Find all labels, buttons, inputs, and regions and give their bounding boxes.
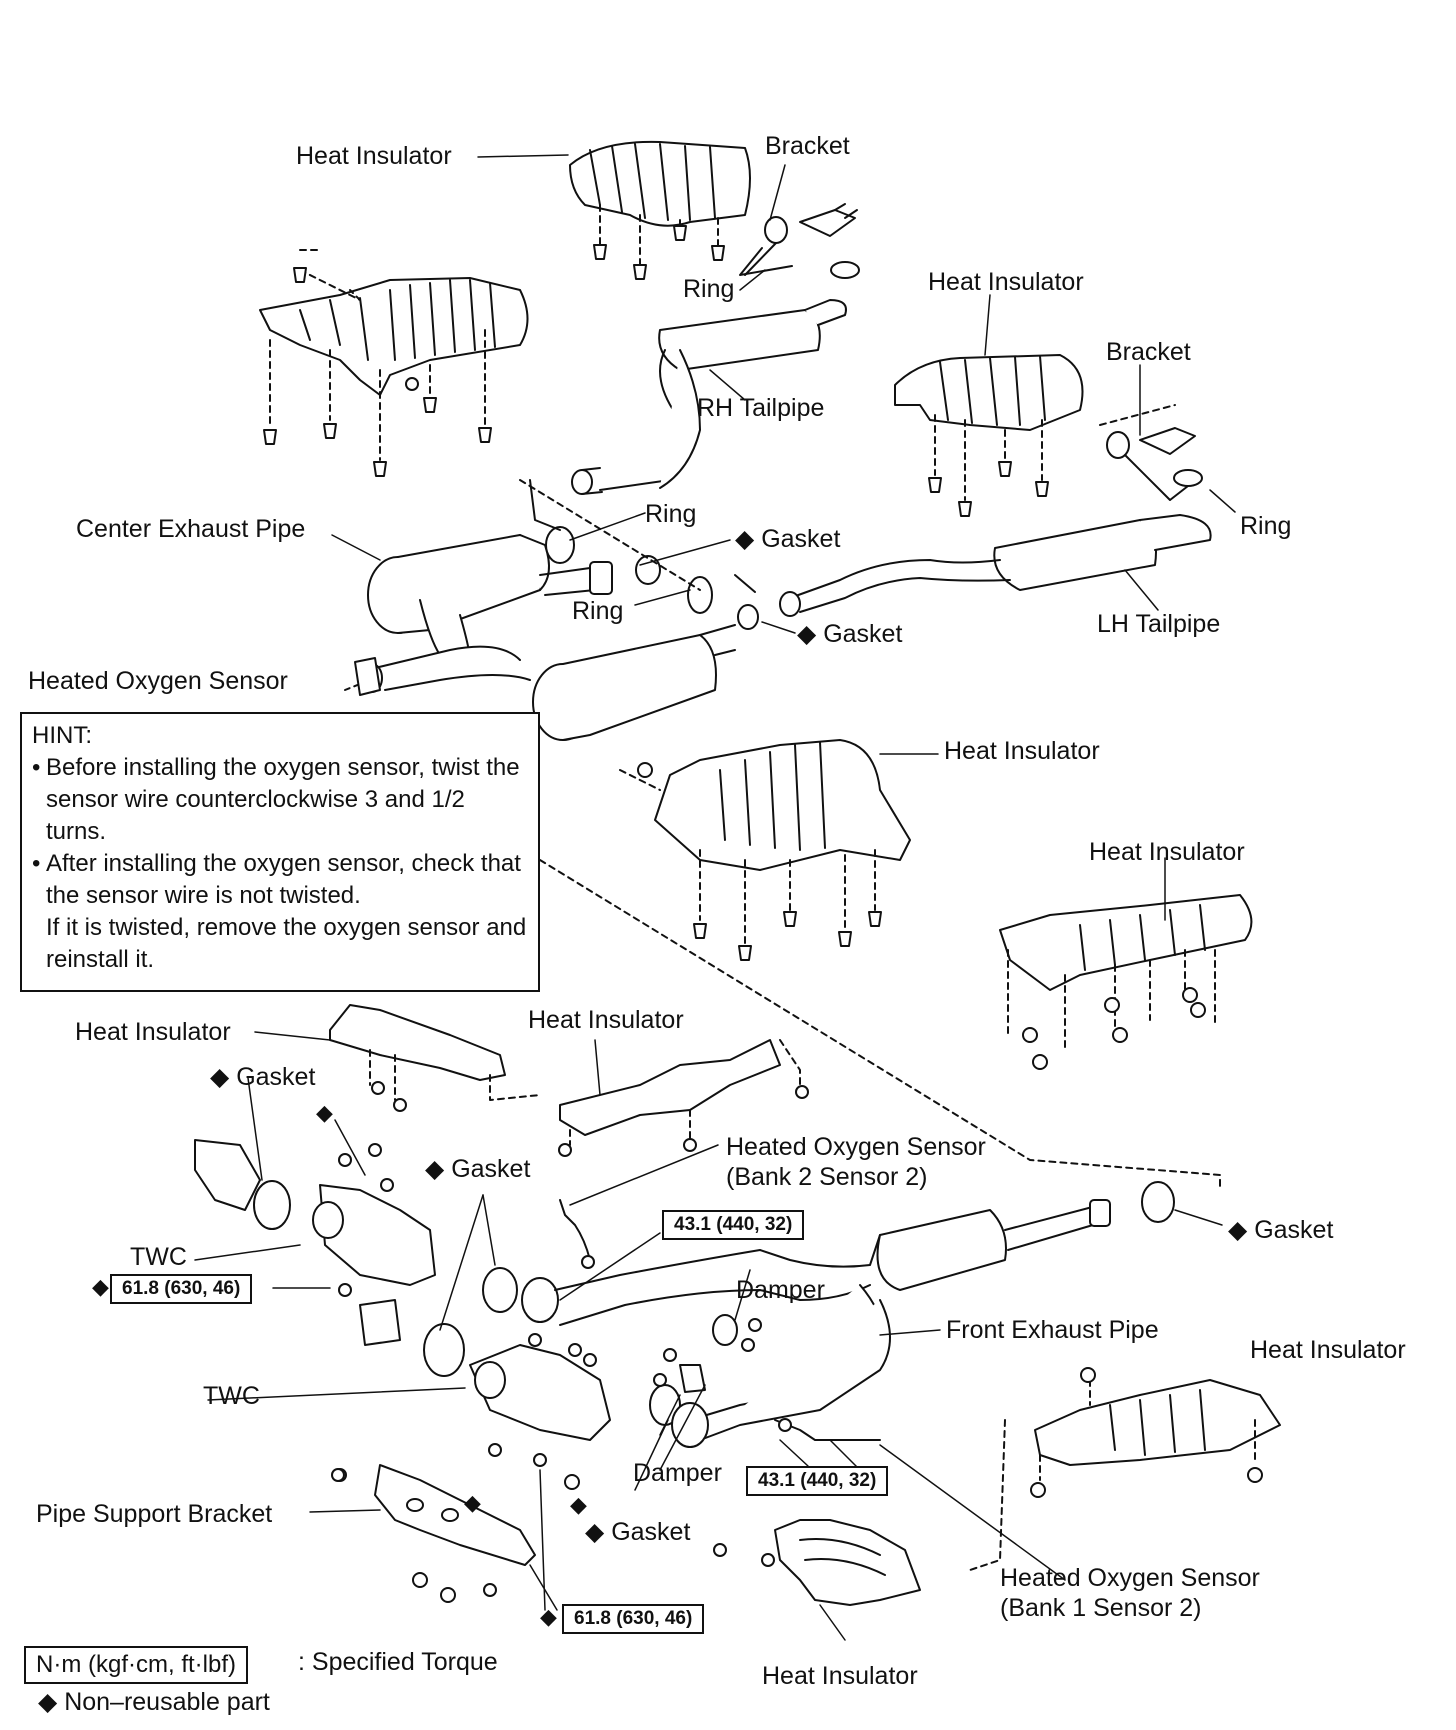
non-reusable-mark-torque-twc-lower: ◆	[540, 1604, 557, 1629]
label-heat-insulator-lower-right: Heat Insulator	[1250, 1336, 1406, 1364]
heat-insulator-middle	[654, 739, 911, 871]
gasket-text: Gasket	[611, 1518, 691, 1546]
hint-item-2-text: After installing the oxygen sensor, chec…	[46, 850, 521, 909]
twc-lower	[359, 1299, 611, 1441]
hint-item-1: • Before installing the oxygen sensor, t…	[32, 752, 528, 848]
legend-non-reusable-text: Non–reusable part	[64, 1688, 270, 1716]
heat-insulator-left-upper	[259, 277, 529, 396]
label-gasket-right: ◆ Gasket	[1228, 1216, 1333, 1244]
label-gasket-center-upper: ◆ Gasket	[735, 525, 840, 553]
label-bracket-lh: Bracket	[1106, 338, 1191, 366]
torque-spec-twc-lower: 61.8 (630, 46)	[562, 1604, 705, 1634]
heat-insulator-lower-mid	[559, 1039, 781, 1136]
gasket-text: Gasket	[761, 525, 841, 553]
gasket-text: Gasket	[451, 1155, 531, 1183]
label-damper-upper: Damper	[736, 1276, 825, 1304]
heated-oxygen-sensor-bank1	[774, 1418, 881, 1441]
legend-non-reusable: ◆ Non–reusable part	[38, 1688, 270, 1716]
hint-box: HINT: • Before installing the oxygen sen…	[20, 712, 540, 992]
heat-insulator-lower-left	[329, 1004, 506, 1081]
label-ring-rh: Ring	[683, 275, 735, 303]
non-reusable-mark: ◆	[210, 1063, 230, 1091]
label-heated-oxygen-sensor-upper: Heated Oxygen Sensor	[28, 667, 288, 695]
gasket-text: Gasket	[823, 620, 903, 648]
torque-spec-twc-upper: 61.8 (630, 46)	[110, 1274, 253, 1304]
label-lh-tailpipe: LH Tailpipe	[1097, 610, 1221, 638]
label-twc-upper: TWC	[130, 1243, 187, 1271]
leader-lines	[194, 154, 1236, 1641]
heat-insulator-lh	[894, 354, 1084, 431]
hint-item-1-text: Before installing the oxygen sensor, twi…	[46, 754, 520, 845]
label-ho2s-bank2-line1: Heated Oxygen Sensor	[726, 1133, 986, 1161]
hint-title: HINT:	[32, 722, 92, 749]
non-reusable-mark: ◆	[425, 1155, 445, 1183]
label-heat-insulator-top: Heat Insulator	[296, 142, 452, 170]
label-heat-insulator-middle: Heat Insulator	[944, 737, 1100, 765]
torque-spec-o2-bank1: 43.1 (440, 32)	[746, 1466, 889, 1496]
label-heat-insulator-lower-left: Heat Insulator	[75, 1018, 231, 1046]
label-ring-center-upper: Ring	[645, 500, 697, 528]
heated-oxygen-sensor-upper	[354, 657, 381, 696]
non-reusable-mark-bracket: ◆	[464, 1490, 481, 1515]
label-front-exhaust-pipe: Front Exhaust Pipe	[946, 1316, 1159, 1344]
gasket-text: Gasket	[236, 1063, 316, 1091]
label-pipe-support-bracket: Pipe Support Bracket	[36, 1500, 273, 1528]
legend-torque-unit: N·m (kgf·cm, ft·lbf)	[24, 1646, 248, 1684]
bullet: •	[32, 754, 41, 781]
pipe-support-bracket	[374, 1464, 536, 1566]
non-reusable-mark: ◆	[1228, 1216, 1248, 1244]
label-gasket-center-lower: ◆ Gasket	[797, 620, 902, 648]
heat-insulator-lower-right	[1034, 1379, 1281, 1466]
label-gasket-lower-mid: ◆ Gasket	[425, 1155, 530, 1183]
label-heat-insulator-right: Heat Insulator	[1089, 838, 1245, 866]
non-reusable-mark-standalone: ◆	[316, 1100, 333, 1125]
twc-upper	[194, 1139, 436, 1286]
non-reusable-mark: ◆	[735, 525, 755, 553]
label-ho2s-bank1-line1: Heated Oxygen Sensor	[1000, 1564, 1260, 1592]
bracket-rh	[764, 203, 860, 279]
label-gasket-lower: ◆ Gasket	[585, 1518, 690, 1546]
non-reusable-mark: ◆	[585, 1518, 605, 1546]
heat-insulator-bottom	[774, 1519, 921, 1606]
label-ring-center-lower: Ring	[572, 597, 624, 625]
label-heat-insulator-lh: Heat Insulator	[928, 268, 1084, 296]
lh-tailpipe	[779, 514, 1212, 617]
torque-spec-o2-bank2: 43.1 (440, 32)	[662, 1210, 805, 1240]
bracket-lh	[1106, 427, 1203, 487]
label-heat-insulator-bottom: Heat Insulator	[762, 1662, 918, 1690]
non-reusable-mark: ◆	[797, 620, 817, 648]
heat-insulator-top	[569, 140, 751, 227]
non-reusable-mark-torque-twc-upper: ◆	[92, 1274, 109, 1299]
damper-lower	[653, 1348, 706, 1393]
label-ring-lh: Ring	[1240, 512, 1292, 540]
label-heat-insulator-lower-mid: Heat Insulator	[528, 1006, 684, 1034]
label-gasket-lower-left: ◆ Gasket	[210, 1063, 315, 1091]
label-twc-lower: TWC	[203, 1382, 260, 1410]
legend-torque-desc: : Specified Torque	[298, 1648, 498, 1676]
bullet: •	[32, 850, 41, 877]
label-center-exhaust-pipe: Center Exhaust Pipe	[76, 515, 306, 543]
damper-upper	[712, 1314, 762, 1352]
label-ho2s-bank1-line2: (Bank 1 Sensor 2)	[1000, 1594, 1202, 1622]
front-exhaust-pipe	[521, 1199, 1111, 1448]
label-damper-lower: Damper	[633, 1459, 722, 1487]
label-bracket-rh: Bracket	[765, 132, 850, 160]
label-ho2s-bank2-line2: (Bank 2 Sensor 2)	[726, 1163, 928, 1191]
gasket-text: Gasket	[1254, 1216, 1334, 1244]
center-exhaust-pipe	[361, 534, 736, 741]
heat-insulator-right	[999, 894, 1253, 991]
non-reusable-mark: ◆	[38, 1688, 58, 1716]
hint-item-2: • After installing the oxygen sensor, ch…	[32, 848, 528, 976]
non-reusable-mark-nut: ◆	[570, 1492, 587, 1517]
rh-tailpipe	[571, 299, 847, 495]
heated-oxygen-sensor-bank2	[559, 1199, 595, 1269]
label-rh-tailpipe: RH Tailpipe	[697, 394, 825, 422]
hint-item-2-text-b: If it is twisted, remove the oxygen sens…	[46, 914, 527, 973]
